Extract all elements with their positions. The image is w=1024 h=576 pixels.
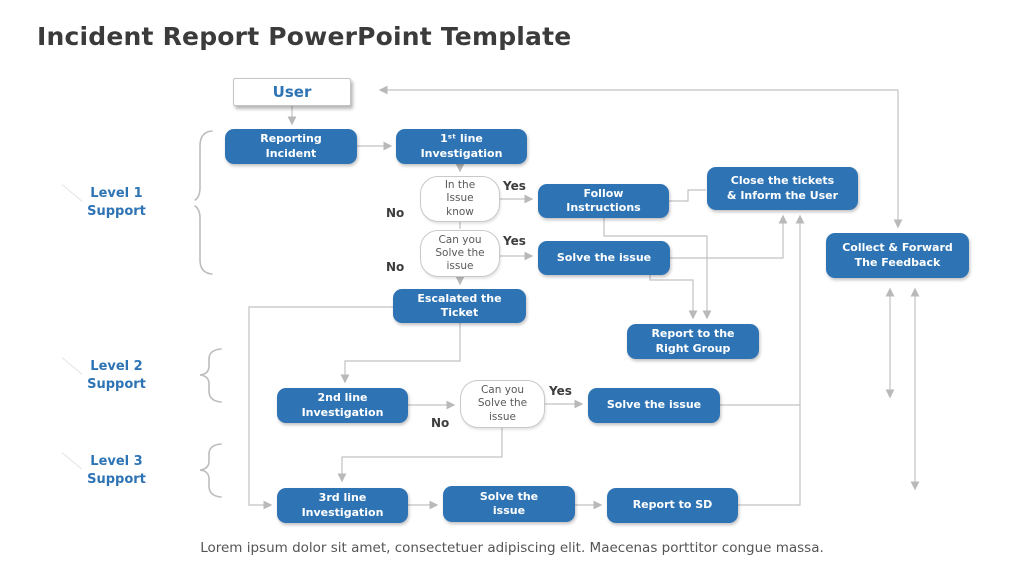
level-braces xyxy=(187,130,222,498)
branch-yes-label: Yes xyxy=(503,179,526,193)
slide-title: Incident Report PowerPoint Template xyxy=(37,22,572,51)
level-1-support-chevron: Level 1 Support xyxy=(53,176,198,230)
decision-issue-known: In the Issue know xyxy=(420,176,500,222)
branch-no-label: No xyxy=(431,416,450,430)
node-2nd-line-investigation: 2nd line Investigation xyxy=(277,388,408,423)
footer-placeholder-text: Lorem ipsum dolor sit amet, consectetuer… xyxy=(200,540,824,556)
branch-yes-label: Yes xyxy=(549,384,572,398)
node-reporting-incident: Reporting Incident xyxy=(225,129,357,164)
branch-yes-label: Yes xyxy=(503,234,526,248)
node-solve-issue-level1: Solve the issue xyxy=(538,241,670,275)
node-close-tickets-inform-user: Close the tickets & Inform the User xyxy=(707,167,858,210)
node-3rd-line-investigation: 3rd line Investigation xyxy=(277,488,408,523)
node-1st-line-investigation: 1ˢᵗ line Investigation xyxy=(396,129,527,164)
decision-can-solve-level1: Can you Solve the issue xyxy=(420,230,500,277)
level-3-support-chevron: Level 3 Support xyxy=(53,444,198,497)
branch-no-label: No xyxy=(386,206,405,220)
node-solve-issue-level2: Solve the issue xyxy=(588,388,720,423)
decision-can-solve-level2: Can you Solve the issue xyxy=(460,380,545,428)
node-report-right-group: Report to the Right Group xyxy=(627,324,759,359)
node-report-to-sd: Report to SD xyxy=(607,488,738,523)
node-collect-forward-feedback: Collect & Forward The Feedback xyxy=(826,233,969,278)
node-solve-issue-level3: Solve the issue xyxy=(443,486,575,522)
branch-no-label: No xyxy=(386,260,405,274)
node-follow-instructions: Follow Instructions xyxy=(538,184,669,218)
node-escalated-ticket: Escalated the Ticket xyxy=(393,289,526,323)
node-user: User xyxy=(233,78,351,106)
level-2-support-chevron: Level 2 Support xyxy=(53,349,198,402)
